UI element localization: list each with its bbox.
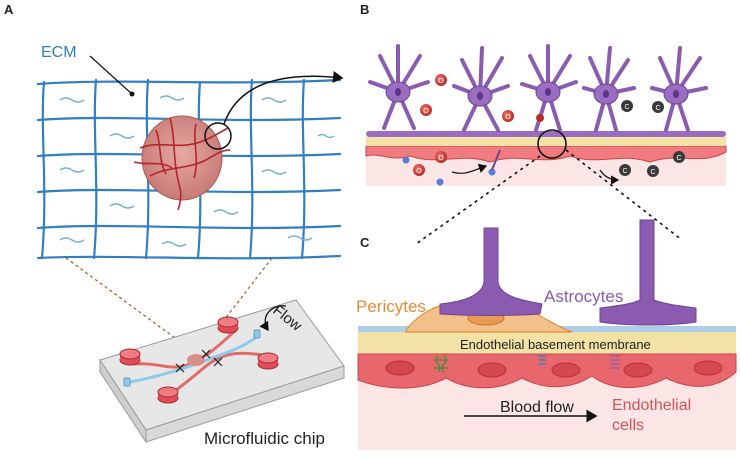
chip-label: Microfluidic chip xyxy=(204,429,325,448)
flow-arrow xyxy=(259,305,287,332)
ecm-mesh xyxy=(36,78,342,260)
svg-text:C: C xyxy=(676,155,681,162)
transport-arrow-b xyxy=(451,163,488,174)
astrocytes-label: Astrocytes xyxy=(544,287,623,306)
astrocyte-2 xyxy=(452,46,510,132)
basement-membrane-c xyxy=(358,332,736,354)
projection-line-left xyxy=(65,257,187,347)
zoom-arrow-a-to-b xyxy=(223,71,344,125)
svg-text:C: C xyxy=(624,104,629,111)
svg-text:C: C xyxy=(655,105,660,112)
astrocyte-3 xyxy=(520,44,578,132)
basement-membrane-b xyxy=(366,137,726,146)
panel-a-label: A xyxy=(4,2,14,17)
ecm-fibers xyxy=(59,95,335,247)
oxygen-particles: O O O O O xyxy=(413,74,544,176)
zoom-circle-a xyxy=(204,122,232,150)
zoom-circle-b xyxy=(537,129,567,159)
astrocyte-endfoot-right xyxy=(599,219,697,326)
endothelial-label-line2: cells xyxy=(612,417,644,434)
svg-text:C: C xyxy=(650,169,655,176)
svg-text:O: O xyxy=(423,108,429,115)
astrocyte-bodies-b xyxy=(385,81,689,107)
svg-text:O: O xyxy=(438,155,444,162)
transporter-b xyxy=(491,149,501,171)
svg-text:C: C xyxy=(622,168,627,175)
panel-c-label: C xyxy=(360,235,370,250)
endothelial-nuclei-c xyxy=(385,360,723,378)
tight-junctions-c xyxy=(434,355,620,373)
astrocyte-endfeet-b xyxy=(366,131,726,137)
blue-molecules xyxy=(402,156,496,186)
endothelial-cells-c xyxy=(357,353,737,389)
ecm-pointer-dot xyxy=(129,91,135,97)
pericytes-label: Pericytes xyxy=(356,297,426,316)
efflux-arrow-b xyxy=(599,169,620,185)
basement-membrane-label: Endothelial basement membrane xyxy=(460,337,651,352)
svg-text:O: O xyxy=(416,168,422,175)
svg-text:O: O xyxy=(438,78,444,85)
astrocyte-1 xyxy=(368,44,430,130)
astrocyte-endfoot-left xyxy=(439,227,543,316)
co2-particles: C C C C C xyxy=(619,100,685,177)
blood-flow-label: Blood flow xyxy=(500,399,574,416)
ecm-label: ECM xyxy=(41,44,77,61)
microfluidic-chip xyxy=(99,299,345,444)
zoom-line-left xyxy=(415,155,541,245)
panel-b-label: B xyxy=(360,2,369,17)
tumor-spheroid xyxy=(133,115,231,211)
svg-text:O: O xyxy=(505,114,511,121)
ecm-pointer-line xyxy=(89,55,133,95)
endothelial-label-line1: Endothelial xyxy=(612,397,691,414)
